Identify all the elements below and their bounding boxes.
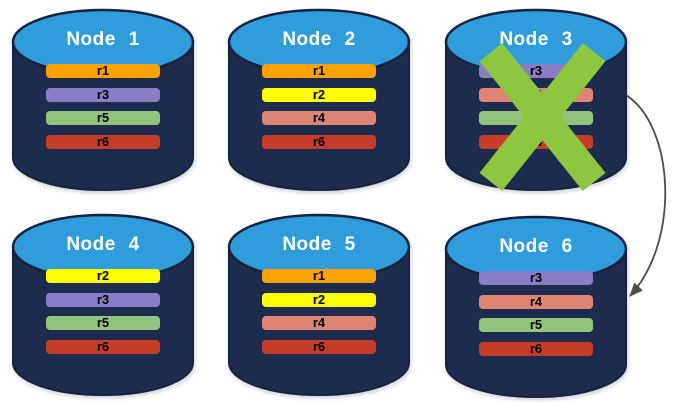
- replica-label: r3: [529, 63, 543, 78]
- node-5: Node 5 r1 r2 r4 r6: [226, 211, 412, 401]
- replica-label: r4: [529, 293, 543, 309]
- replica-bar: r2: [262, 291, 376, 307]
- replica-bar: r3: [46, 86, 160, 102]
- replica-bar: r1: [262, 269, 376, 283]
- replica-list: r3 r4 r5 r6: [479, 271, 593, 365]
- replica-label: r4: [312, 315, 326, 330]
- replica-bar: r2: [46, 269, 160, 283]
- replica-label: r2: [312, 291, 326, 307]
- replica-label: r6: [96, 133, 110, 149]
- node-3: Node 3 r3 r4 r5 r6: [443, 6, 629, 196]
- replica-bar: r3: [479, 271, 593, 285]
- replica-list: r2 r3 r5 r6: [46, 269, 160, 363]
- replica-bar: r6: [46, 133, 160, 149]
- node-title: Node 4: [66, 234, 140, 255]
- arrow-curve: [625, 94, 667, 297]
- replica-bar: r6: [262, 338, 376, 354]
- replica-bar: r4: [262, 316, 376, 330]
- replica-label: r6: [312, 338, 326, 354]
- replica-bar: r1: [262, 64, 376, 78]
- replica-bar: r4: [479, 293, 593, 309]
- node-6: Node 6 r3 r4 r5 r6: [443, 213, 629, 402]
- node-4: Node 4 r2 r3 r5 r6: [10, 211, 196, 401]
- replica-label: r6: [529, 340, 543, 356]
- replica-bar: r1: [46, 64, 160, 78]
- replica-label: r5: [96, 110, 110, 125]
- node-2: Node 2 r1 r2 r4 r6: [226, 6, 412, 196]
- replica-label: r5: [529, 317, 543, 332]
- replica-label: r3: [96, 291, 110, 307]
- replica-label: r2: [96, 268, 110, 283]
- replica-bar: r5: [46, 316, 160, 330]
- node-title: Node 2: [282, 29, 356, 50]
- node-title: Node 3: [499, 29, 573, 50]
- replica-label: r1: [312, 63, 326, 78]
- node-title: Node 5: [282, 234, 356, 255]
- node-title: Node 6: [499, 236, 573, 257]
- replica-bar: r3: [46, 291, 160, 307]
- replica-bar: r5: [46, 111, 160, 125]
- node-title: Node 1: [66, 29, 140, 50]
- replica-bar: r6: [46, 338, 160, 354]
- replica-bar: r5: [479, 318, 593, 332]
- replica-list: r1 r2 r4 r6: [262, 64, 376, 158]
- replica-label: r6: [96, 338, 110, 354]
- replica-label: r3: [529, 270, 543, 285]
- replica-bar: r6: [262, 133, 376, 149]
- replica-label: r1: [312, 268, 326, 283]
- replica-label: r3: [96, 86, 110, 102]
- replica-list: r1 r2 r4 r6: [262, 269, 376, 363]
- replica-label: r4: [312, 110, 326, 125]
- replica-label: r2: [312, 86, 326, 102]
- node-1: Node 1 r1 r3 r5 r6: [10, 6, 196, 196]
- replica-list: r1 r3 r5 r6: [46, 64, 160, 158]
- replica-label: r1: [96, 63, 110, 78]
- replica-bar: r6: [479, 340, 593, 356]
- replica-label: r5: [96, 315, 110, 330]
- replica-bar: r2: [262, 86, 376, 102]
- replica-bar: r4: [262, 111, 376, 125]
- replica-label: r6: [312, 133, 326, 149]
- failure-x-mark: [479, 43, 606, 191]
